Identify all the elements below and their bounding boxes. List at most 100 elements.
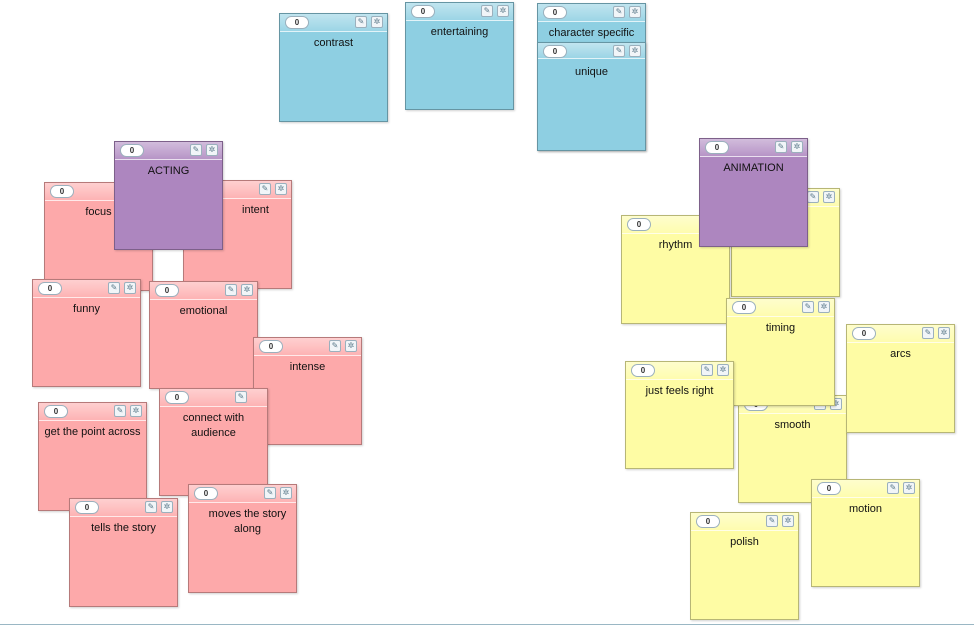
gear-icon[interactable]: ✲: [345, 340, 357, 352]
gear-icon[interactable]: ✲: [903, 482, 915, 494]
vote-count[interactable]: 0: [411, 5, 435, 18]
note-text: connect with audience: [182, 412, 245, 439]
sticky-note-get-the-point-across[interactable]: 0 ✎ ✲ get the point across: [38, 402, 147, 511]
gear-icon[interactable]: ✲: [497, 5, 509, 17]
vote-count[interactable]: 0: [627, 218, 651, 231]
gear-icon[interactable]: ✲: [629, 6, 641, 18]
comment-icon[interactable]: ✎: [481, 5, 493, 17]
sticky-note-intense[interactable]: 0 ✎ ✲ intense: [253, 337, 362, 445]
comment-icon[interactable]: ✎: [355, 16, 367, 28]
comment-icon[interactable]: ✎: [766, 515, 778, 527]
gear-icon[interactable]: ✲: [161, 501, 173, 513]
comment-icon[interactable]: ✎: [807, 191, 819, 203]
note-text: ACTING: [147, 165, 190, 177]
sticky-note-entertaining[interactable]: 0 ✎ ✲ entertaining: [405, 2, 514, 110]
sticky-note-just-feels-right[interactable]: 0 ✎ ✲ just feels right: [625, 361, 734, 469]
vote-count[interactable]: 0: [285, 16, 309, 29]
gear-icon[interactable]: ✲: [124, 282, 136, 294]
comment-icon[interactable]: ✎: [235, 391, 247, 403]
comment-icon[interactable]: ✎: [114, 405, 126, 417]
note-text: polish: [730, 536, 759, 548]
gear-icon[interactable]: ✲: [823, 191, 835, 203]
note-text: emotional: [179, 305, 228, 317]
vote-count[interactable]: 0: [705, 141, 729, 154]
comment-icon[interactable]: ✎: [613, 45, 625, 57]
gear-icon[interactable]: ✲: [938, 327, 950, 339]
note-text: contrast: [313, 37, 354, 49]
sticky-note-moves-the-story-along[interactable]: 0 ✎ ✲ moves the story along: [188, 484, 297, 593]
vote-count[interactable]: 0: [852, 327, 876, 340]
comment-icon[interactable]: ✎: [802, 301, 814, 313]
sticky-note-connect-with-audience[interactable]: 0 ✎ connect with audience: [159, 388, 268, 496]
sticky-note-emotional[interactable]: 0 ✎ ✲ emotional: [149, 281, 258, 389]
gear-icon[interactable]: ✲: [818, 301, 830, 313]
comment-icon[interactable]: ✎: [108, 282, 120, 294]
comment-icon[interactable]: ✎: [259, 183, 271, 195]
note-text: motion: [848, 503, 883, 515]
gear-icon[interactable]: ✲: [130, 405, 142, 417]
vote-count[interactable]: 0: [120, 144, 144, 157]
board-bottom-border: [0, 624, 974, 625]
note-text: arcs: [890, 348, 911, 360]
gear-icon[interactable]: ✲: [241, 284, 253, 296]
vote-count[interactable]: 0: [75, 501, 99, 514]
vote-count[interactable]: 0: [155, 284, 179, 297]
note-text: ANIMATION: [723, 162, 784, 174]
sticky-note-timing[interactable]: 0 ✎ ✲ timing: [726, 298, 835, 406]
note-text: entertaining: [430, 26, 489, 38]
gear-icon[interactable]: ✲: [629, 45, 641, 57]
category-note-animation[interactable]: 0 ✎ ✲ ANIMATION: [699, 138, 808, 247]
comment-icon[interactable]: ✎: [264, 487, 276, 499]
vote-count[interactable]: 0: [543, 6, 567, 19]
vote-count[interactable]: 0: [259, 340, 283, 353]
gear-icon[interactable]: ✲: [371, 16, 383, 28]
note-text: get the point across: [44, 426, 141, 438]
gear-icon[interactable]: ✲: [275, 183, 287, 195]
vote-count[interactable]: 0: [50, 185, 74, 198]
note-text: tells the story: [91, 522, 156, 534]
vote-count[interactable]: 0: [732, 301, 756, 314]
sticky-note-contrast[interactable]: 0 ✎ ✲ contrast: [279, 13, 388, 122]
note-text: timing: [765, 322, 796, 334]
gear-icon[interactable]: ✲: [791, 141, 803, 153]
vote-count[interactable]: 0: [44, 405, 68, 418]
comment-icon[interactable]: ✎: [775, 141, 787, 153]
sticky-note-unique[interactable]: 0 ✎ ✲ unique: [537, 42, 646, 151]
comment-icon[interactable]: ✎: [922, 327, 934, 339]
vote-count[interactable]: 0: [165, 391, 189, 404]
note-text: focus: [85, 206, 112, 218]
category-note-acting[interactable]: 0 ✎ ✲ ACTING: [114, 141, 223, 250]
sticky-note-arcs[interactable]: 0 ✎ ✲ arcs: [846, 324, 955, 433]
sticky-note-polish[interactable]: 0 ✎ ✲ polish: [690, 512, 799, 620]
note-text: smooth: [774, 419, 811, 431]
note-text: just feels right: [645, 385, 714, 397]
comment-icon[interactable]: ✎: [887, 482, 899, 494]
note-text: character specific: [548, 27, 635, 39]
gear-icon[interactable]: ✲: [280, 487, 292, 499]
comment-icon[interactable]: ✎: [145, 501, 157, 513]
sticky-note-tells-the-story[interactable]: 0 ✎ ✲ tells the story: [69, 498, 178, 607]
note-text: funny: [73, 303, 100, 315]
sticky-note-motion[interactable]: 0 ✎ ✲ motion: [811, 479, 920, 587]
vote-count[interactable]: 0: [38, 282, 62, 295]
gear-icon[interactable]: ✲: [782, 515, 794, 527]
vote-count[interactable]: 0: [631, 364, 655, 377]
comment-icon[interactable]: ✎: [701, 364, 713, 376]
vote-count[interactable]: 0: [696, 515, 720, 528]
note-text: unique: [574, 66, 609, 78]
comment-icon[interactable]: ✎: [329, 340, 341, 352]
gear-icon[interactable]: ✲: [206, 144, 218, 156]
comment-icon[interactable]: ✎: [190, 144, 202, 156]
gear-icon[interactable]: ✲: [717, 364, 729, 376]
sticky-note-funny[interactable]: 0 ✎ ✲ funny: [32, 279, 141, 387]
note-text: rhythm: [658, 239, 693, 251]
note-text: intense: [289, 361, 326, 373]
note-text: moves the story along: [208, 508, 287, 535]
comment-icon[interactable]: ✎: [225, 284, 237, 296]
vote-count[interactable]: 0: [817, 482, 841, 495]
comment-icon[interactable]: ✎: [613, 6, 625, 18]
vote-count[interactable]: 0: [194, 487, 218, 500]
note-text: intent: [242, 204, 269, 216]
vote-count[interactable]: 0: [543, 45, 567, 58]
